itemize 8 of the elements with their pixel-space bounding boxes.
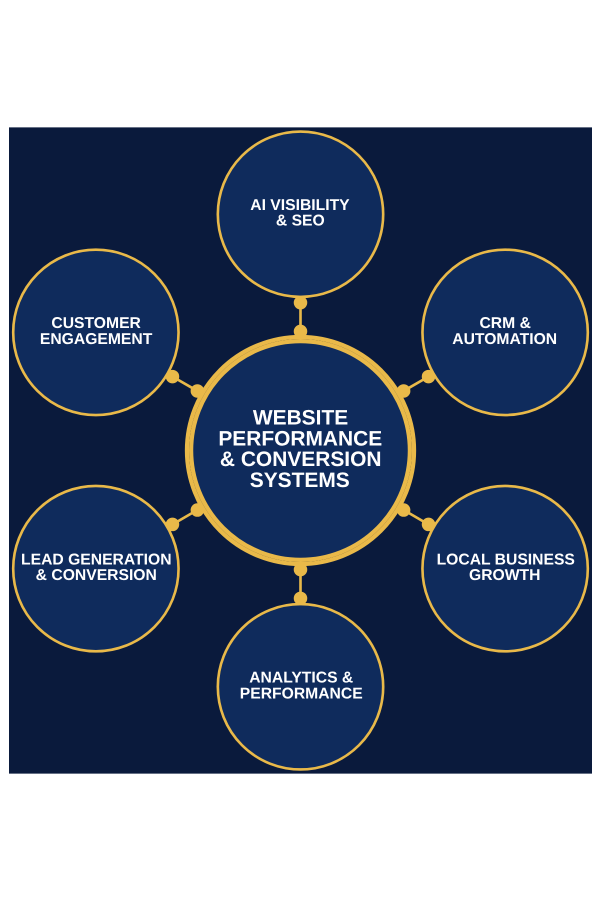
node-circle: AI VISIBILITY & SEO <box>216 130 384 298</box>
connector <box>293 295 307 338</box>
connector <box>396 502 435 531</box>
connector <box>396 369 435 398</box>
connector <box>165 369 204 398</box>
node-circle: ANALYTICS & PERFORMANCE <box>216 602 384 770</box>
connector <box>165 502 204 531</box>
node-circle: WEBSITE PERFORMANCE & CONVERSION SYSTEMS <box>184 334 416 566</box>
